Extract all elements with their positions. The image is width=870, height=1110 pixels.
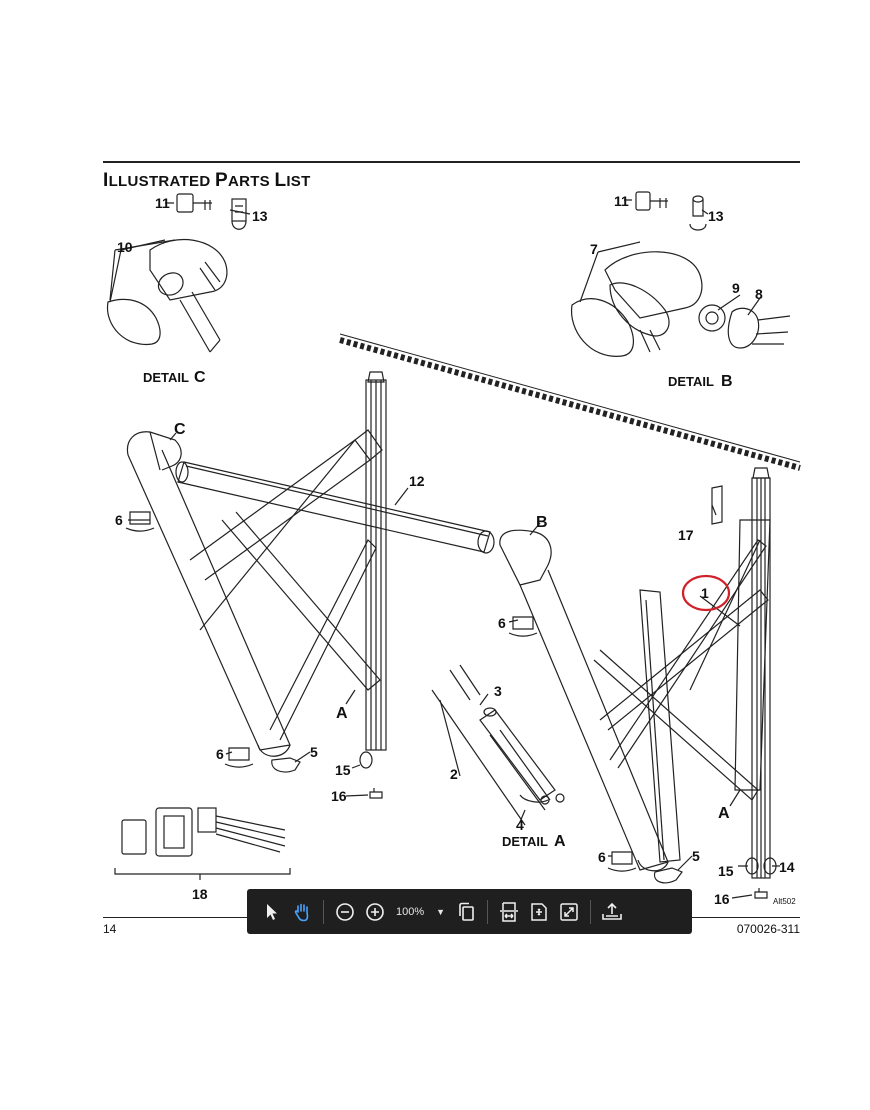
callout-13-detail-c: 13 xyxy=(252,208,268,224)
detail-b-letter: B xyxy=(721,373,733,390)
callout-6-c: 6 xyxy=(216,746,224,762)
detail-a-label: DETAIL xyxy=(502,834,548,849)
detail-c-label: DETAIL xyxy=(143,370,189,385)
page-title: ILLUSTRATED PARTS LIST xyxy=(103,170,311,191)
callout-8: 8 xyxy=(755,286,763,302)
detail-c-illustration xyxy=(106,193,247,353)
header-rule xyxy=(103,161,800,163)
page-view-button[interactable] xyxy=(451,897,481,927)
callout-4: 4 xyxy=(516,817,524,833)
fit-page-icon xyxy=(531,902,547,921)
callout-c: C xyxy=(174,421,186,438)
select-tool-button[interactable] xyxy=(257,897,287,927)
detail-b-illustration xyxy=(570,191,791,357)
callout-3: 3 xyxy=(494,683,502,699)
document-id: 070026-311 xyxy=(736,922,800,936)
callout-13-detail-b: 13 xyxy=(708,208,724,224)
callout-14: 14 xyxy=(779,859,795,875)
detail-a-letter: A xyxy=(554,833,566,850)
callout-11-detail-b: 11 xyxy=(614,193,629,209)
chevron-down-icon: ▼ xyxy=(436,906,446,917)
fit-page-button[interactable] xyxy=(524,897,554,927)
callout-a-left: A xyxy=(336,705,348,722)
export-button[interactable] xyxy=(597,897,627,927)
detail-c-letter: C xyxy=(194,369,206,386)
zoom-in-button[interactable] xyxy=(360,897,390,927)
callout-6-a: 6 xyxy=(115,512,123,528)
callout-15-left: 15 xyxy=(335,762,351,778)
detail-b-label: DETAIL xyxy=(668,374,714,389)
zoom-level-dropdown[interactable]: 100% ▼ xyxy=(396,906,445,918)
alt-code: Alt502 xyxy=(773,897,796,906)
page-number: 14 xyxy=(103,922,117,936)
zoom-out-button[interactable] xyxy=(330,897,360,927)
callout-16-right: 16 xyxy=(714,891,730,907)
callout-18: 18 xyxy=(192,886,208,902)
callout-b: B xyxy=(536,514,548,531)
callout-11-detail-c: 11 xyxy=(155,195,170,211)
toolbar-divider xyxy=(487,899,489,924)
callout-17: 17 xyxy=(678,527,694,543)
callout-9: 9 xyxy=(732,280,740,296)
expand-icon xyxy=(560,902,578,921)
callout-7: 7 xyxy=(590,241,598,257)
hand-tool-button[interactable] xyxy=(287,897,317,927)
cursor-arrow-icon xyxy=(267,903,277,920)
callout-12: 12 xyxy=(409,473,425,489)
callout-6-d: 6 xyxy=(598,849,606,865)
toolbar-divider xyxy=(590,899,592,924)
callout-5-left: 5 xyxy=(310,744,318,760)
fullscreen-button[interactable] xyxy=(554,897,584,927)
callout-6-b: 6 xyxy=(498,615,506,631)
zoom-in-icon xyxy=(366,902,384,921)
switch-plate-illustration xyxy=(114,807,291,875)
callout-16-left: 16 xyxy=(331,788,347,804)
hand-icon xyxy=(294,903,309,921)
highlight-circle xyxy=(681,574,731,612)
callout-1: 1 xyxy=(701,585,709,601)
viewer-toolbar: 100% ▼ xyxy=(247,889,692,934)
zoom-level-value: 100% xyxy=(396,905,425,918)
callout-a-right: A xyxy=(718,805,730,822)
detail-a-illustration xyxy=(431,664,565,826)
callout-5-right: 5 xyxy=(692,848,700,864)
zoom-out-icon xyxy=(336,902,354,921)
fit-width-icon xyxy=(500,901,519,922)
fit-width-button[interactable] xyxy=(494,897,524,927)
upload-icon xyxy=(602,902,622,920)
toolbar-divider xyxy=(323,899,324,924)
callout-15-right: 15 xyxy=(718,863,734,879)
copy-pages-icon xyxy=(459,902,474,921)
callout-10: 10 xyxy=(117,239,133,255)
callout-2: 2 xyxy=(450,766,458,782)
